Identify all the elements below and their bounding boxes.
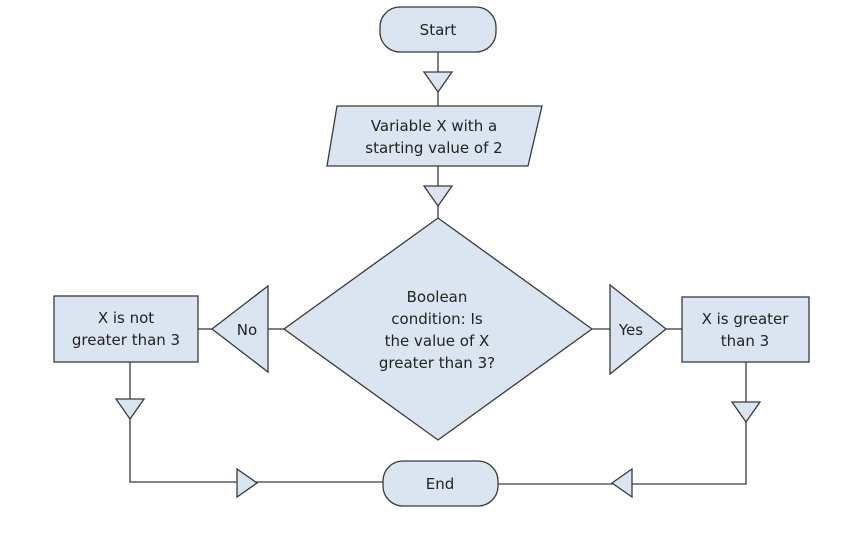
- decision-label-line1: Boolean: [407, 288, 468, 306]
- no-branch-label: No: [237, 321, 257, 339]
- input-parallelogram: [326, 105, 543, 167]
- yes-branch-label: Yes: [618, 321, 643, 339]
- decision-diamond: [282, 217, 594, 441]
- no-branch-arrow: [210, 284, 269, 374]
- end-terminator: [382, 460, 499, 507]
- decision-label-line2: condition: Is: [391, 310, 483, 328]
- start-terminator: [379, 6, 497, 53]
- input-label-line1: Variable X with a: [371, 117, 497, 135]
- not-greater-label-line2: greater than 3: [72, 331, 180, 349]
- arrow-down-icon: [422, 71, 454, 94]
- not-greater-label-line1: X is not: [98, 309, 154, 327]
- greater-process-box: [681, 296, 810, 363]
- decision-label-line3: the value of X: [385, 332, 490, 350]
- connector-not-greater-to-end: [129, 362, 383, 483]
- arrow-right-icon: [236, 467, 259, 499]
- arrow-down-icon: [422, 185, 454, 208]
- greater-label-line1: X is greater: [702, 310, 790, 328]
- yes-branch-arrow: [609, 283, 668, 376]
- start-label: Start: [420, 21, 457, 39]
- connector-greater-to-end: [498, 362, 747, 485]
- arrow-down-icon: [730, 401, 762, 424]
- not-greater-process-box: [53, 295, 199, 363]
- greater-label-line2: than 3: [721, 332, 769, 350]
- decision-label-line4: greater than 3?: [379, 354, 495, 372]
- arrow-down-icon: [114, 398, 146, 421]
- end-label: End: [426, 475, 455, 493]
- input-label-line2: starting value of 2: [365, 139, 502, 157]
- arrow-left-icon: [610, 467, 633, 499]
